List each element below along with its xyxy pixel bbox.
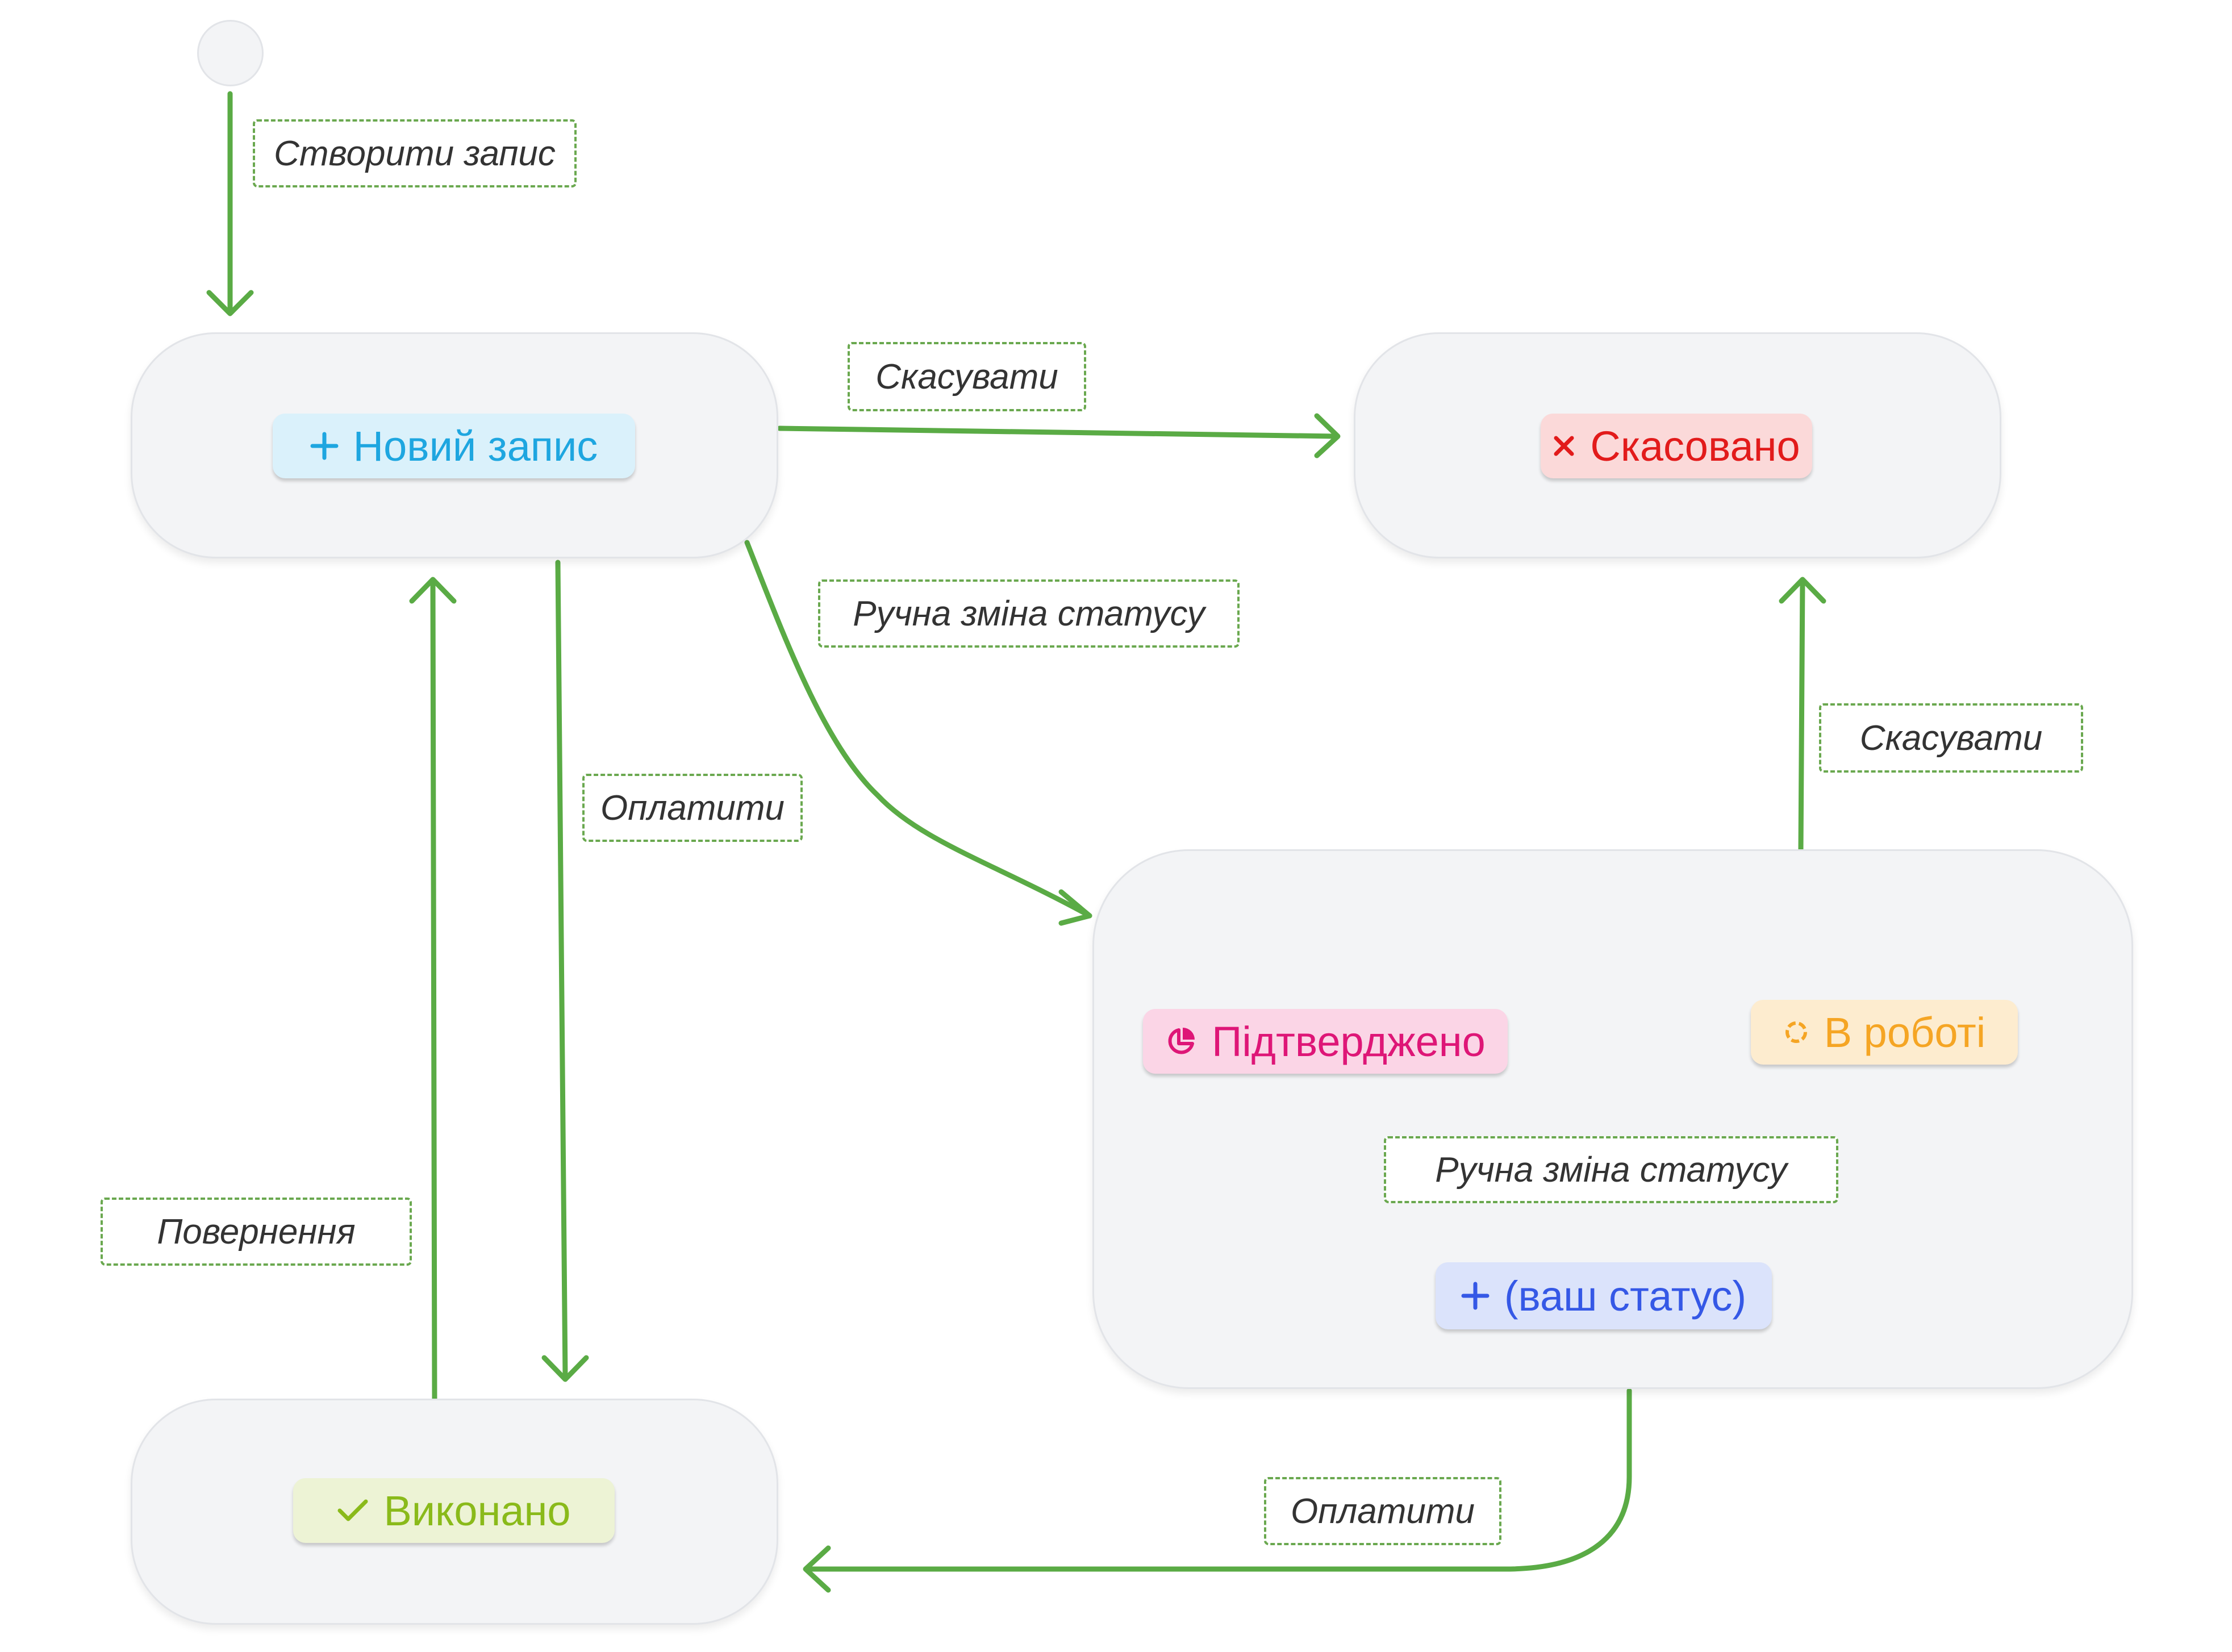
status-badge-done: Виконано: [293, 1478, 615, 1543]
transition-label-manual-group: Ручна зміна статусу: [1384, 1136, 1838, 1203]
status-badge-confirmed: Підтверджено: [1143, 1009, 1508, 1074]
transition-label-manual-main: Ручна зміна статусу: [818, 579, 1240, 648]
arrow-return: [430, 578, 437, 1403]
status-badge-in-work: В роботі: [1751, 1000, 2018, 1065]
status-label-done: Виконано: [383, 1487, 571, 1534]
cross-icon: [1553, 435, 1575, 457]
status-label-confirmed: Підтверджено: [1212, 1017, 1486, 1065]
transition-label-create: Створити запис: [253, 119, 577, 187]
transition-label-pay-bottom: Оплатити: [1264, 1477, 1501, 1545]
pie-chart-icon: [1165, 1025, 1197, 1057]
status-label-new: Новий запис: [353, 422, 598, 470]
arrow-manual-main: [744, 540, 1092, 919]
transition-label-cancel-right: Скасувати: [1819, 703, 2083, 773]
transition-label-cancel-top: Скасувати: [848, 342, 1086, 411]
plus-icon: [1461, 1282, 1490, 1310]
status-badge-custom: (ваш статус): [1436, 1262, 1772, 1329]
transition-label-pay-left: Оплатити: [582, 774, 803, 842]
initial-state: [197, 20, 264, 86]
status-badge-new: Новий запис: [273, 414, 635, 478]
spinner-icon: [1783, 1019, 1809, 1045]
transition-label-return: Повернення: [101, 1198, 412, 1266]
arrow-cancel-right: [1798, 578, 1805, 852]
arrow-pay-bottom: [804, 1388, 1632, 1572]
plus-icon: [310, 432, 339, 460]
status-label-in-work: В роботі: [1824, 1008, 1986, 1056]
status-label-cancelled: Скасовано: [1590, 422, 1800, 470]
arrow-pay-left: [555, 560, 568, 1380]
check-icon: [337, 1498, 369, 1523]
arrow-cancel-top: [777, 425, 1339, 439]
status-label-custom: (ваш статус): [1504, 1272, 1747, 1320]
status-badge-cancelled: Скасовано: [1541, 414, 1812, 478]
